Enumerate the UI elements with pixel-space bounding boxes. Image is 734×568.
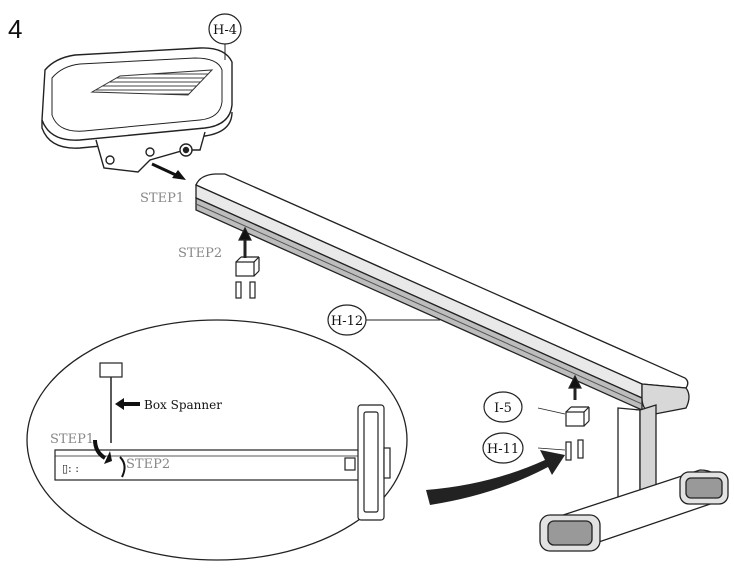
seat-pad xyxy=(41,47,233,173)
label-h4: H-4 xyxy=(213,23,237,38)
detail-arrow xyxy=(426,450,565,505)
svg-text:▯: :: ▯: : xyxy=(62,462,79,475)
label-h11: H-11 xyxy=(487,442,519,457)
callout-h12: H-12 xyxy=(327,304,440,336)
step2-hardware-top xyxy=(235,226,260,299)
step2-curve-arrow xyxy=(119,456,126,478)
callout-h4: H-4 xyxy=(208,13,242,60)
label-step1-top: STEP1 xyxy=(140,191,184,206)
label-h12: H-12 xyxy=(331,314,363,329)
step1-arrow xyxy=(151,162,186,180)
label-step2-detail: STEP2 xyxy=(126,457,170,472)
front-hardware xyxy=(537,374,590,461)
label-step2-top: STEP2 xyxy=(178,246,222,261)
label-step1-detail: STEP1 xyxy=(50,432,94,447)
box-spanner-arrow xyxy=(115,398,140,410)
step1-curve-arrowhead xyxy=(104,451,112,464)
step-number: 4 xyxy=(8,14,23,44)
callout-h11: H-11 xyxy=(482,432,524,464)
detail-view: ▯: : xyxy=(26,319,408,561)
label-box-spanner: Box Spanner xyxy=(144,398,222,412)
step1-curve-arrow xyxy=(93,439,107,460)
label-i5: I-5 xyxy=(494,401,512,416)
callout-i5: I-5 xyxy=(483,391,523,423)
front-leg xyxy=(539,404,729,552)
